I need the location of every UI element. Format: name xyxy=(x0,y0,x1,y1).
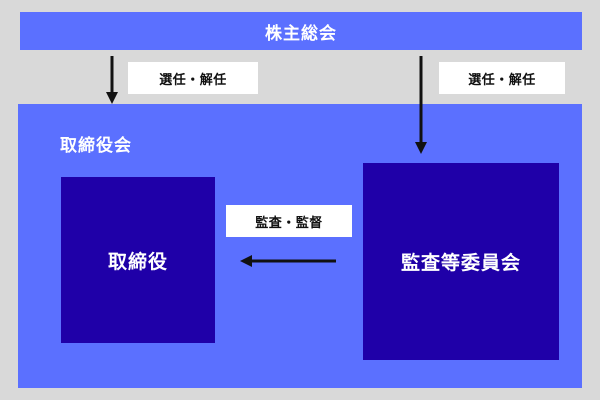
elect-dismiss-audit-text: 選任・解任 xyxy=(468,72,536,88)
audit-supervise-text: 監査・監督 xyxy=(255,215,323,231)
elect-dismiss-board-label: 選任・解任 xyxy=(128,62,258,94)
director-label: 取締役 xyxy=(107,250,168,273)
audit-committee-box: 監査等委員会 xyxy=(363,163,559,360)
elect-dismiss-board-text: 選任・解任 xyxy=(159,72,227,88)
audit-supervise-label: 監査・監督 xyxy=(226,205,352,237)
elect-dismiss-audit-label: 選任・解任 xyxy=(439,62,565,94)
board-of-directors-label: 取締役会 xyxy=(60,136,132,156)
audit-committee-label: 監査等委員会 xyxy=(400,252,521,274)
shareholders-meeting-box: 株主総会 xyxy=(20,12,582,50)
shareholders-meeting-label: 株主総会 xyxy=(265,23,337,44)
director-box: 取締役 xyxy=(61,177,215,343)
